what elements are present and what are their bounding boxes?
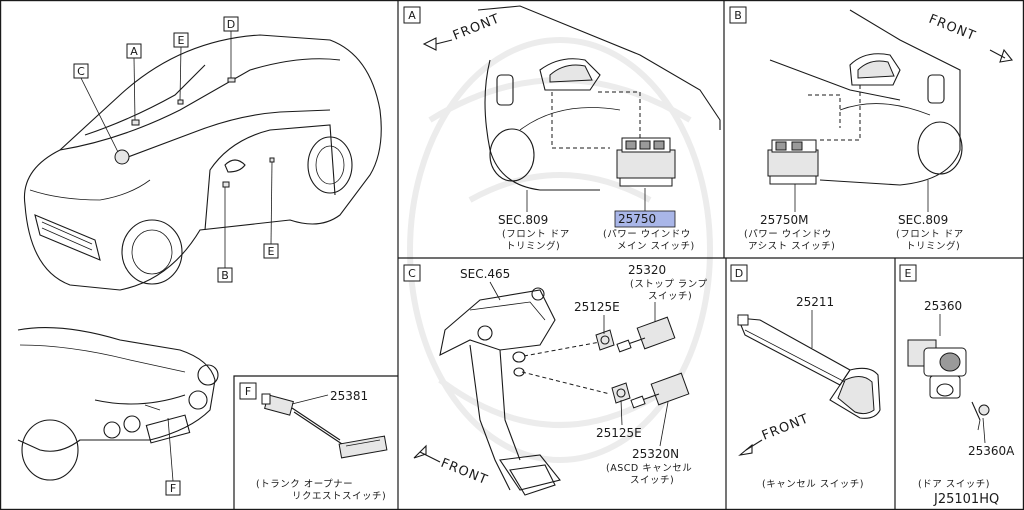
panel-b-content: FRONT 25750M (パワー ウインドウ アシスト スイッチ) SEC.8… [744,9,1014,252]
sec-809-a-jp-2: トリミング) [506,240,560,252]
figure-code: J25101HQ [933,492,999,507]
panel-tag-d: D [735,267,743,280]
part-25750-label[interactable]: 25750 [618,212,656,226]
part-25360a-label[interactable]: 25360A [968,444,1015,458]
part-25750-jp-1: (パワー ウインドウ [603,229,691,240]
part-25750-jp-2: メイン スイッチ) [617,241,695,252]
panel-tag-f: F [245,385,251,398]
sec-809-a-jp-1: (フロント ドア [502,229,570,240]
callout-e-side: E [268,245,275,258]
callout-f: F [170,482,176,495]
part-25360-jp: (ドア スイッチ) [918,479,990,490]
part-25360-label[interactable]: 25360 [924,299,962,313]
panel-a-front-label: FRONT [451,11,502,43]
part-25750m-label[interactable]: 25750M [760,213,809,227]
panel-b-front-label: FRONT [927,12,978,44]
sec-809-a: SEC.809 [498,213,548,227]
panel-c-front-label: FRONT [439,456,490,488]
part-25320-label[interactable]: 25320 [628,263,666,277]
car-rear-overview: F [17,327,219,496]
overview-callouts: A C E D B E [73,16,279,283]
sec-809-b: SEC.809 [898,213,948,227]
part-25320n-jp-2: スイッチ) [630,475,674,486]
car-front-overview [23,34,382,291]
part-25381-jp-1: (トランク オープナー [256,479,353,490]
callout-b: B [221,269,229,282]
part-25211-jp: (キャンセル スイッチ) [762,479,864,490]
sec-809-b-jp-2: トリミング) [906,240,960,252]
part-25125e-bottom-label[interactable]: 25125E [596,426,642,440]
panel-c-content: SEC.465 25125E 25320 (ストップ ランプ スイッチ) 251… [413,263,707,496]
panel-d-content: 25211 FRONT (キャンセル スイッチ) [737,295,881,490]
panel-tag-b: B [734,9,742,22]
panel-d-front-label: FRONT [760,411,811,443]
panel-e-content: 25360 25360A (ドア スイッチ) [907,299,1015,490]
part-25750m-jp-2: アシスト スイッチ) [748,241,835,252]
panel-f-content: 25381 (トランク オープナー リクエストスイッチ) [256,389,388,502]
panel-tag-a: A [408,9,416,22]
callout-d: D [227,18,235,31]
part-25125e-top-label[interactable]: 25125E [574,300,620,314]
part-25750m-jp-1: (パワー ウインドウ [744,229,832,240]
watermark [407,37,713,463]
part-25211-label[interactable]: 25211 [796,295,834,309]
callout-e-top: E [178,34,185,47]
part-25320n-label[interactable]: 25320N [632,447,679,461]
part-25320n-jp-1: (ASCD キャンセル [606,463,692,474]
callout-a: A [130,45,138,58]
panel-tag-c: C [408,267,416,280]
part-25381-label[interactable]: 25381 [330,389,368,403]
sec-809-b-jp-1: (フロント ドア [896,229,964,240]
part-25320-jp-1: (ストップ ランプ [630,279,707,290]
part-25320-jp-2: スイッチ) [648,291,692,302]
part-25381-jp-2: リクエストスイッチ) [292,491,386,502]
callout-c: C [77,65,85,78]
panel-tags: A B C D E F [239,6,917,400]
sec-465: SEC.465 [460,267,510,281]
panel-tag-e: E [905,267,912,280]
